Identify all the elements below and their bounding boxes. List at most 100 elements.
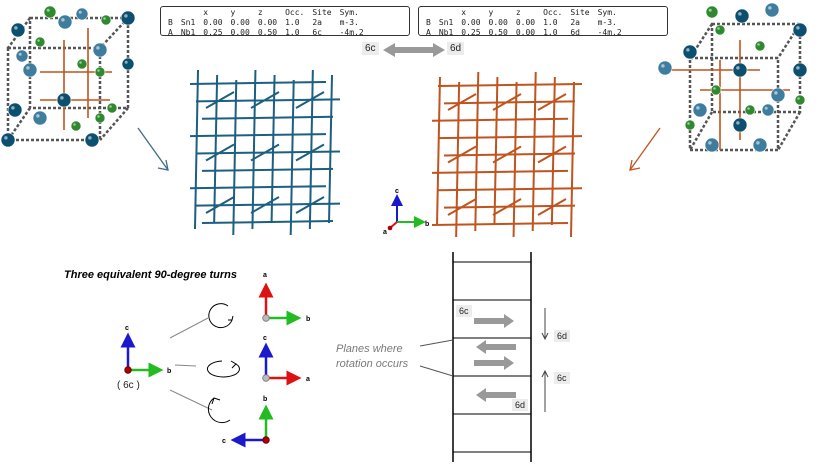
col-header: Site	[312, 8, 332, 17]
axis-label-b: b	[167, 368, 171, 375]
atom-highlight	[109, 105, 112, 108]
atom	[32, 110, 48, 126]
atom-highlight	[774, 91, 778, 95]
atom	[744, 104, 756, 116]
table-cell: Nb1	[438, 28, 454, 37]
cell-edges	[6, 16, 130, 142]
axis-label-a: a	[383, 229, 387, 236]
atoms-right	[657, 2, 808, 153]
connector-line	[174, 364, 197, 367]
lattice-rod-horizontal	[431, 222, 569, 226]
atom	[43, 5, 57, 19]
atom	[682, 44, 698, 60]
table-cell: 2a	[312, 18, 322, 27]
axis-label-b: b	[263, 396, 267, 403]
atom	[732, 117, 748, 133]
lattice-rod-vertical	[289, 79, 295, 236]
axis-label-c: c	[125, 325, 129, 332]
atom-highlight	[713, 87, 716, 90]
atom-highlight	[717, 27, 720, 30]
table-cell: B	[168, 18, 173, 27]
lattice-rod-diagonal	[205, 143, 235, 162]
atom	[10, 22, 26, 38]
table-cell: Sn1	[180, 18, 196, 27]
note-line-1: Planes where	[336, 343, 403, 355]
atom-highlight	[696, 106, 700, 110]
lattice-rod-diagonal	[447, 145, 477, 164]
cell-bonds	[40, 28, 112, 130]
atom-highlight	[708, 141, 712, 145]
connector-line	[169, 317, 209, 339]
table-cell: 0.00	[230, 18, 250, 27]
plane-tag-6d: 6d	[512, 399, 529, 411]
lattice-rod-diagonal	[492, 93, 522, 111]
col-header: Site	[570, 8, 590, 17]
axis-label-a: a	[306, 376, 310, 383]
atom	[34, 36, 46, 48]
atom-highlight	[18, 52, 22, 56]
lattice-rod-horizontal	[189, 81, 327, 85]
atom	[684, 119, 696, 131]
axes-result-middle: c a	[258, 335, 310, 386]
small-axes-triad: c a b	[383, 188, 429, 236]
table-cell: 0.00	[515, 18, 536, 27]
atom-highlight	[36, 114, 40, 118]
axis-label-a: a	[263, 272, 267, 279]
lattice-rod-vertical	[194, 69, 199, 230]
table-cell: 1.0	[543, 18, 558, 27]
table-cell: 0.00	[515, 28, 536, 37]
lattice-rod-diagonal	[447, 93, 477, 111]
table-row: A Nb1 0.25 0.00 0.50 1.0 6c -4m.2	[164, 28, 368, 38]
note-pointer	[419, 339, 454, 347]
lattice-rod-vertical	[436, 76, 441, 226]
atom	[92, 42, 108, 58]
atom	[752, 137, 768, 153]
lattice-rod-vertical	[328, 74, 333, 224]
table-header-row: x y z Occ. Site Sym.	[422, 8, 626, 18]
atom-highlight	[96, 46, 100, 50]
table-cell: 0.25	[461, 28, 481, 37]
table-cell: m-3.	[339, 18, 359, 27]
lattice-rod-horizontal	[201, 115, 334, 120]
atom-highlight	[88, 136, 92, 140]
lattice-rod-vertical	[232, 79, 238, 236]
teal-rod-lattice	[189, 69, 341, 236]
site-table-left: x y z Occ. Site Sym. B Sn1 0.00 0.00 0.0…	[160, 6, 410, 38]
atom	[100, 14, 112, 26]
shift-arrow-right	[474, 314, 514, 328]
atom	[0, 132, 16, 148]
axis-label-c: c	[263, 335, 267, 342]
plane-stack	[452, 252, 532, 462]
atom-highlight	[756, 141, 760, 145]
lattice-rod-diagonal	[537, 198, 567, 216]
shift-arrow-left	[476, 340, 516, 354]
pointer-arrow-right	[629, 127, 661, 171]
table-cell: 0.00	[488, 18, 508, 27]
col-header: y	[230, 8, 236, 17]
lattice-rod-horizontal	[431, 169, 569, 174]
lattice-rod-diagonal	[537, 145, 567, 164]
double-arrow-icon	[383, 43, 445, 57]
atom	[761, 103, 775, 117]
atom-highlight	[124, 60, 128, 64]
atom-highlight	[37, 39, 40, 42]
lattice-rod-diagonal	[295, 196, 325, 214]
atom-highlight	[73, 123, 76, 126]
col-header: z	[515, 8, 521, 17]
atom-highlight	[687, 122, 690, 125]
table-cell: 2a	[570, 18, 580, 27]
table-cell: A	[426, 28, 431, 37]
atom-highlight	[757, 43, 760, 46]
orange-rod-lattice	[431, 71, 583, 238]
atom	[94, 112, 106, 124]
lattice-rod-vertical	[251, 69, 257, 230]
note-line-2: rotation occurs	[336, 358, 409, 370]
atom	[754, 40, 766, 52]
col-header: Sym.	[339, 8, 359, 17]
lattice-rod-diagonal	[250, 196, 280, 214]
atom	[7, 102, 23, 118]
lattice-rod-diagonal	[295, 143, 325, 162]
table-cell: 1.0	[285, 28, 300, 37]
lattice-rod-horizontal	[189, 133, 327, 138]
atom	[106, 102, 118, 114]
